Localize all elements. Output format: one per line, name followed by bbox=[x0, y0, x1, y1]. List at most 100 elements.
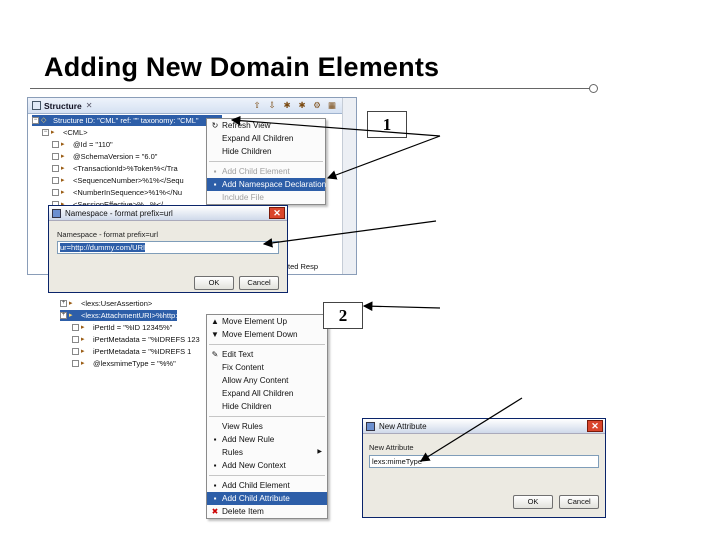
expand-toggle-icon[interactable] bbox=[52, 153, 59, 160]
expand-toggle-icon[interactable] bbox=[72, 324, 79, 331]
tree-row[interactable]: +▸<lexs:AttachmentURI>%http: bbox=[60, 310, 178, 321]
menu-item[interactable]: Expand All Children bbox=[207, 132, 325, 145]
menu-item[interactable]: View Rules bbox=[207, 420, 327, 433]
toolbar-button-icon[interactable]: ⇧ bbox=[253, 100, 261, 110]
tree-row[interactable]: ▸<TransactionId>%Token%</Tra bbox=[52, 163, 178, 174]
view-icon bbox=[32, 101, 41, 110]
cancel-button[interactable]: Cancel bbox=[239, 276, 279, 290]
namespace-icon: ▪ bbox=[213, 180, 217, 189]
tree-row-label: <lexs:AttachmentURI>%http: bbox=[81, 311, 178, 320]
menu-item-label: Add New Rule bbox=[222, 435, 275, 444]
expand-toggle-icon[interactable] bbox=[72, 348, 79, 355]
tree-row[interactable]: ▸<SequenceNumber>%1%</Sequ bbox=[52, 175, 184, 186]
menu-item-label: Add New Context bbox=[222, 461, 286, 470]
menu-item-label: Add Child Element bbox=[222, 481, 290, 490]
toolbar-button-icon[interactable]: ✱ bbox=[298, 100, 306, 110]
toolbar-button-icon[interactable]: ⇩ bbox=[268, 100, 276, 110]
partial-row-text: ted Resp bbox=[288, 262, 319, 271]
expand-toggle-icon[interactable] bbox=[52, 165, 59, 172]
menu-item[interactable]: ▲Move Element Up bbox=[207, 315, 327, 328]
menu-item[interactable]: ▪Add Child Element bbox=[207, 479, 327, 492]
expand-toggle-icon[interactable] bbox=[72, 360, 79, 367]
menu-item[interactable]: Hide Children bbox=[207, 145, 325, 158]
tree-row-label: iPertId = "%ID 12345%" bbox=[93, 323, 173, 332]
namespace-input[interactable]: ur=http://dummy.com/URI bbox=[57, 241, 279, 254]
menu-item[interactable]: Expand All Children bbox=[207, 387, 327, 400]
tree-row-label: @lexsmimeType = "%%" bbox=[93, 359, 176, 368]
tree-row-label: <lexs:UserAssertion> bbox=[81, 299, 153, 308]
menu-item[interactable]: ↻Refresh View bbox=[207, 119, 325, 132]
menu-item-label: Add Child Attribute bbox=[222, 494, 290, 503]
tree-row[interactable]: −▸<CML> bbox=[42, 127, 88, 138]
tree-row[interactable]: ▸ iPertId = "%ID 12345%" bbox=[72, 322, 172, 333]
tree-row[interactable]: ▸iPertMetadata = "%IDREFS 123 bbox=[72, 334, 200, 345]
context-icon: ▪ bbox=[213, 461, 217, 470]
menu-item[interactable]: ▪ Add New Context bbox=[207, 459, 327, 472]
attribute-dialog-title-text: New Attribute bbox=[379, 422, 427, 431]
expand-toggle-icon[interactable] bbox=[52, 189, 59, 196]
menu-item[interactable]: ▼Move Element Down bbox=[207, 328, 327, 341]
structure-scrollbar[interactable] bbox=[342, 98, 356, 274]
tree-row[interactable]: −◇Structure ID: "CML" ref: "" taxonomy: … bbox=[32, 115, 222, 126]
structure-tab[interactable]: Structure bbox=[44, 100, 82, 111]
slide-title: Adding New Domain Elements bbox=[44, 52, 440, 82]
attribute-input[interactable]: lexs:mimeType bbox=[369, 455, 599, 468]
refresh-icon: ↻ bbox=[211, 121, 219, 130]
title-rule-dot bbox=[589, 84, 598, 93]
menu-item-label: Add Namespace Declaration bbox=[222, 180, 327, 189]
element-icon: ▸ bbox=[61, 152, 65, 160]
tree-row[interactable]: ▸@Id = "110" bbox=[52, 139, 113, 150]
tree-row[interactable]: +▸<lexs:UserAssertion> bbox=[60, 298, 152, 309]
close-icon[interactable]: ✕ bbox=[269, 207, 285, 219]
namespace-dialog: Namespace - format prefix=url ✕ Namespac… bbox=[48, 205, 288, 293]
arrow-to-attribute bbox=[362, 301, 441, 312]
expand-toggle-icon[interactable] bbox=[72, 336, 79, 343]
menu-item: ▪Add Child Element bbox=[207, 165, 325, 178]
dialog-icon bbox=[366, 422, 375, 431]
menu-item[interactable]: ▪Add Child Attribute bbox=[207, 492, 327, 505]
toolbar-button-icon[interactable]: ▦ bbox=[327, 100, 337, 110]
tree-row-label: <SequenceNumber>%1%</Sequ bbox=[73, 176, 184, 185]
menu-item-label: Rules bbox=[222, 448, 243, 457]
callout-2: 2 bbox=[323, 302, 363, 329]
toolbar-button-icon[interactable]: ✱ bbox=[283, 100, 291, 110]
element-icon: ▸ bbox=[81, 323, 85, 331]
element-icon: ▸ bbox=[81, 347, 85, 355]
element-icon: ▸ bbox=[61, 188, 65, 196]
menu-item[interactable]: ✖Delete Item bbox=[207, 505, 327, 518]
expand-toggle-icon[interactable] bbox=[52, 141, 59, 148]
tree-row[interactable]: ▸ iPertMetadata = "%IDREFS 1 bbox=[72, 346, 191, 357]
menu-item[interactable]: Rules▶ bbox=[207, 446, 327, 459]
cancel-button[interactable]: Cancel bbox=[559, 495, 599, 509]
element-icon: ▸ bbox=[81, 335, 85, 343]
tree-row[interactable]: ▸@SchemaVersion = "6.0" bbox=[52, 151, 157, 162]
callout-1: 1 bbox=[367, 111, 407, 138]
element-icon: ▸ bbox=[51, 128, 55, 136]
expand-toggle-icon[interactable] bbox=[52, 177, 59, 184]
element-icon: ▸ bbox=[81, 359, 85, 367]
expand-toggle-icon[interactable]: − bbox=[32, 117, 39, 124]
menu-item-label: Include File bbox=[222, 193, 264, 202]
menu-item-label: Add Child Element bbox=[222, 167, 290, 176]
expand-toggle-icon[interactable]: + bbox=[60, 300, 67, 307]
menu-separator bbox=[209, 344, 325, 345]
ok-button[interactable]: OK bbox=[194, 276, 234, 290]
tree-row-label: iPertMetadata = "%IDREFS 1 bbox=[93, 347, 192, 356]
namespace-input-value: ur=http://dummy.com/URI bbox=[60, 243, 146, 252]
menu-item[interactable]: ✎Edit Text bbox=[207, 348, 327, 361]
close-icon[interactable]: ✕ bbox=[587, 420, 603, 432]
toolbar-button-icon[interactable]: ⚙ bbox=[313, 100, 321, 110]
expand-toggle-icon[interactable]: − bbox=[42, 129, 49, 136]
menu-item[interactable]: ▪ Add Namespace Declaration bbox=[207, 178, 327, 191]
menu-item[interactable]: Allow Any Content bbox=[207, 374, 327, 387]
menu-item[interactable]: Fix Content bbox=[207, 361, 327, 374]
menu-item[interactable]: ▪ Add New Rule bbox=[207, 433, 327, 446]
ok-button[interactable]: OK bbox=[513, 495, 553, 509]
tree-row[interactable]: ▸ @lexsmimeType = "%%" bbox=[72, 358, 176, 369]
rule-icon: ▪ bbox=[213, 435, 217, 444]
expand-toggle-icon[interactable]: + bbox=[60, 312, 67, 319]
close-icon[interactable]: ✕ bbox=[85, 101, 93, 110]
menu-item[interactable]: Hide Children bbox=[207, 400, 327, 413]
namespace-label: Namespace - format prefix=url bbox=[57, 230, 159, 239]
tree-row[interactable]: ▸<NumberInSequence>%1%</Nu bbox=[52, 187, 182, 198]
